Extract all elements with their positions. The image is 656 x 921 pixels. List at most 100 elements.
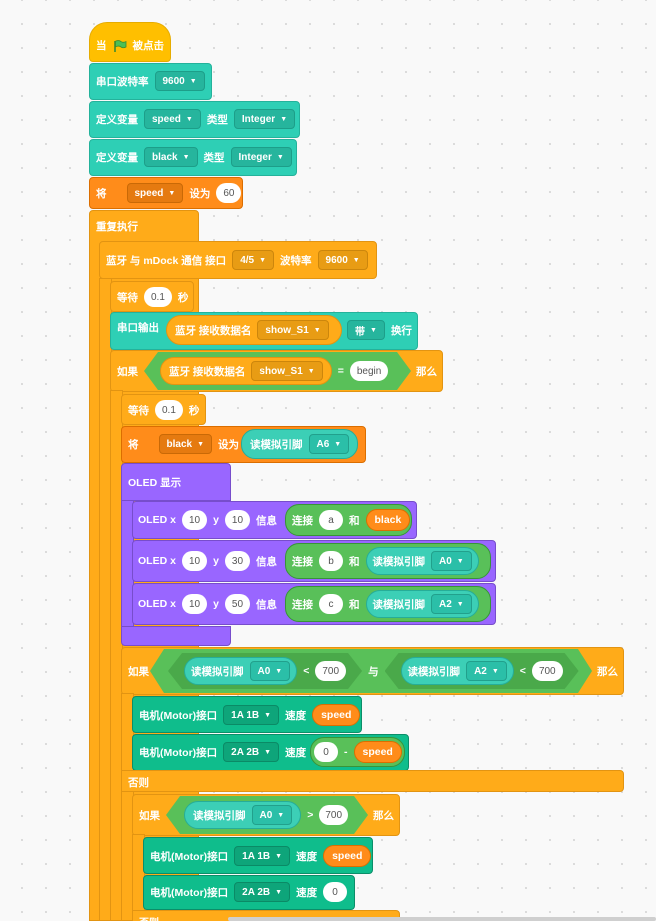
chevron-down-icon: ▼ xyxy=(182,153,190,161)
pin-dropdown[interactable]: A6▼ xyxy=(308,434,350,454)
wait-value-input[interactable]: 0.1 xyxy=(144,287,172,307)
join-reporter[interactable]: 连接 b 和 读模拟引脚 A0▼ xyxy=(285,543,491,579)
join-a-input[interactable]: b xyxy=(319,551,343,571)
oled-y-input[interactable]: 30 xyxy=(224,551,251,571)
set-value-input[interactable]: 60 xyxy=(216,183,242,203)
greater-than-condition[interactable]: 读模拟引脚 A0▼ > 700 xyxy=(166,796,368,834)
set-label: 将 xyxy=(128,438,139,451)
read-analog-label: 读模拟引脚 xyxy=(191,665,244,678)
baud-dropdown[interactable]: 9600▼ xyxy=(154,71,205,91)
type-label: 类型 xyxy=(203,151,225,164)
bt-receive-label: 蓝牙 接收数据名 xyxy=(169,365,246,378)
read-analog-reporter[interactable]: 读模拟引脚 A0▼ xyxy=(365,547,479,575)
oled-show-block[interactable] xyxy=(121,463,231,501)
var-reporter[interactable]: speed xyxy=(353,741,402,763)
oled-x-label: OLED x xyxy=(138,555,176,567)
less-than-condition[interactable]: 读模拟引脚 A2▼ < 700 xyxy=(385,653,579,689)
join-reporter[interactable]: 连接 c 和 读模拟引脚 A2▼ xyxy=(285,586,491,622)
newline-mode-dropdown[interactable]: 带▼ xyxy=(347,320,385,340)
var-type-dropdown[interactable]: Integer▼ xyxy=(233,109,296,129)
bt-mdock-label: 蓝牙 与 mDock 通信 接口 xyxy=(106,254,227,267)
pin-dropdown[interactable]: A2▼ xyxy=(431,594,472,614)
join-a-input[interactable]: c xyxy=(319,594,343,614)
subtract-reporter[interactable]: 0 - speed xyxy=(310,737,405,767)
join-label: 连接 xyxy=(292,514,313,527)
motor-label: 电机(Motor)接口 xyxy=(139,709,218,722)
equals-operator: = xyxy=(337,365,344,377)
chevron-down-icon: ▼ xyxy=(264,711,272,719)
oled-y-input[interactable]: 50 xyxy=(224,594,251,614)
motor-port-dropdown[interactable]: 1A 1B▼ xyxy=(223,705,280,725)
type-label: 类型 xyxy=(206,113,228,126)
baud-dropdown[interactable]: 9600▼ xyxy=(317,250,368,270)
oled-x-input[interactable]: 10 xyxy=(181,551,208,571)
motor-label: 电机(Motor)接口 xyxy=(150,850,229,863)
motor-port-dropdown[interactable]: 2A 2B▼ xyxy=(234,882,291,902)
pin-value: A2 xyxy=(439,598,452,610)
var-name-dropdown[interactable]: black▼ xyxy=(144,147,198,167)
wait-value-input[interactable]: 0.1 xyxy=(155,400,183,420)
speed-label: 速度 xyxy=(285,709,307,722)
oled-x-label: OLED x xyxy=(138,598,176,610)
chevron-down-icon: ▼ xyxy=(276,153,284,161)
chevron-down-icon: ▼ xyxy=(280,115,288,123)
when-label: 当 xyxy=(96,40,107,52)
equals-condition[interactable]: 蓝牙 接收数据名 show_S1 ▼ = begin xyxy=(144,352,411,390)
var-dropdown[interactable]: black▼ xyxy=(158,434,213,454)
var-reporter[interactable]: speed xyxy=(323,845,372,867)
less-than-condition[interactable]: 读模拟引脚 A0▼ < 700 xyxy=(168,653,362,689)
bt-name-dropdown[interactable]: show_S1 ▼ xyxy=(251,361,322,381)
chevron-down-icon: ▼ xyxy=(275,888,283,896)
oled-y-input[interactable]: 10 xyxy=(224,510,251,530)
baud-label: 波特率 xyxy=(280,254,312,267)
read-analog-reporter[interactable]: 读模拟引脚 A0▼ xyxy=(184,657,297,685)
and-label: 和 xyxy=(349,555,360,568)
bt-name: show_S1 xyxy=(265,324,309,336)
when-flag-clicked-block[interactable] xyxy=(89,22,171,62)
compare-value-input[interactable]: 700 xyxy=(315,661,346,681)
and-condition[interactable]: 读模拟引脚 A0▼ < 700 与 读模拟引脚 A2▼ < 700 xyxy=(150,649,592,693)
join-a-input[interactable]: a xyxy=(319,510,343,530)
var-reporter[interactable]: speed xyxy=(312,704,361,726)
motor-port-dropdown[interactable]: 1A 1B▼ xyxy=(234,846,291,866)
join-reporter[interactable]: 连接 a 和 black xyxy=(285,504,412,536)
var-dropdown[interactable]: speed▼ xyxy=(126,183,184,203)
pin-dropdown[interactable]: A0▼ xyxy=(252,805,293,825)
bt-name-dropdown[interactable]: show_S1▼ xyxy=(257,320,329,340)
read-analog-reporter[interactable]: 读模拟引脚 A6▼ xyxy=(241,429,359,459)
var-name: speed xyxy=(152,113,181,125)
motor-port-dropdown[interactable]: 2A 2B▼ xyxy=(223,742,280,762)
chevron-down-icon: ▼ xyxy=(352,256,360,264)
oled-info-label: 信息 xyxy=(256,555,278,568)
bt-name: show_S1 xyxy=(259,365,303,377)
pin-dropdown[interactable]: A0▼ xyxy=(431,551,472,571)
oled-x-input[interactable]: 10 xyxy=(181,510,208,530)
bt-receive-reporter[interactable]: 蓝牙 接收数据名 show_S1▼ xyxy=(166,315,342,345)
compare-value-input[interactable]: begin xyxy=(350,361,388,381)
read-analog-label: 读模拟引脚 xyxy=(372,598,426,611)
oled-x-input[interactable]: 10 xyxy=(181,594,208,614)
read-analog-reporter[interactable]: 读模拟引脚 A2▼ xyxy=(365,590,479,618)
bt-receive-reporter[interactable]: 蓝牙 接收数据名 show_S1 ▼ xyxy=(160,357,332,385)
and-operator-label: 与 xyxy=(368,665,379,678)
compare-value-input[interactable]: 700 xyxy=(532,661,563,681)
subtract-left-input[interactable]: 0 xyxy=(314,742,338,762)
pin-dropdown[interactable]: A0▼ xyxy=(250,661,291,681)
pin-dropdown[interactable]: A2▼ xyxy=(466,661,507,681)
chevron-down-icon: ▼ xyxy=(275,852,283,860)
horizontal-scrollbar[interactable] xyxy=(228,917,656,921)
less-than-operator: < xyxy=(303,665,310,677)
var-type-dropdown[interactable]: Integer▼ xyxy=(230,147,292,167)
read-analog-reporter[interactable]: 读模拟引脚 A0▼ xyxy=(184,801,301,829)
set-to-label: 设为 xyxy=(218,438,240,451)
var-name-dropdown[interactable]: speed▼ xyxy=(144,109,201,129)
oled-show-label: OLED 显示 xyxy=(128,477,182,489)
port-dropdown[interactable]: 4/5▼ xyxy=(232,250,275,270)
read-analog-reporter[interactable]: 读模拟引脚 A2▼ xyxy=(401,657,514,685)
chevron-down-icon: ▼ xyxy=(307,367,315,375)
pin-value: A2 xyxy=(474,665,487,677)
speed-value-input[interactable]: 0 xyxy=(323,882,348,902)
chevron-down-icon: ▼ xyxy=(334,440,342,448)
compare-value-input[interactable]: 700 xyxy=(319,805,348,825)
var-reporter[interactable]: black xyxy=(365,509,411,531)
